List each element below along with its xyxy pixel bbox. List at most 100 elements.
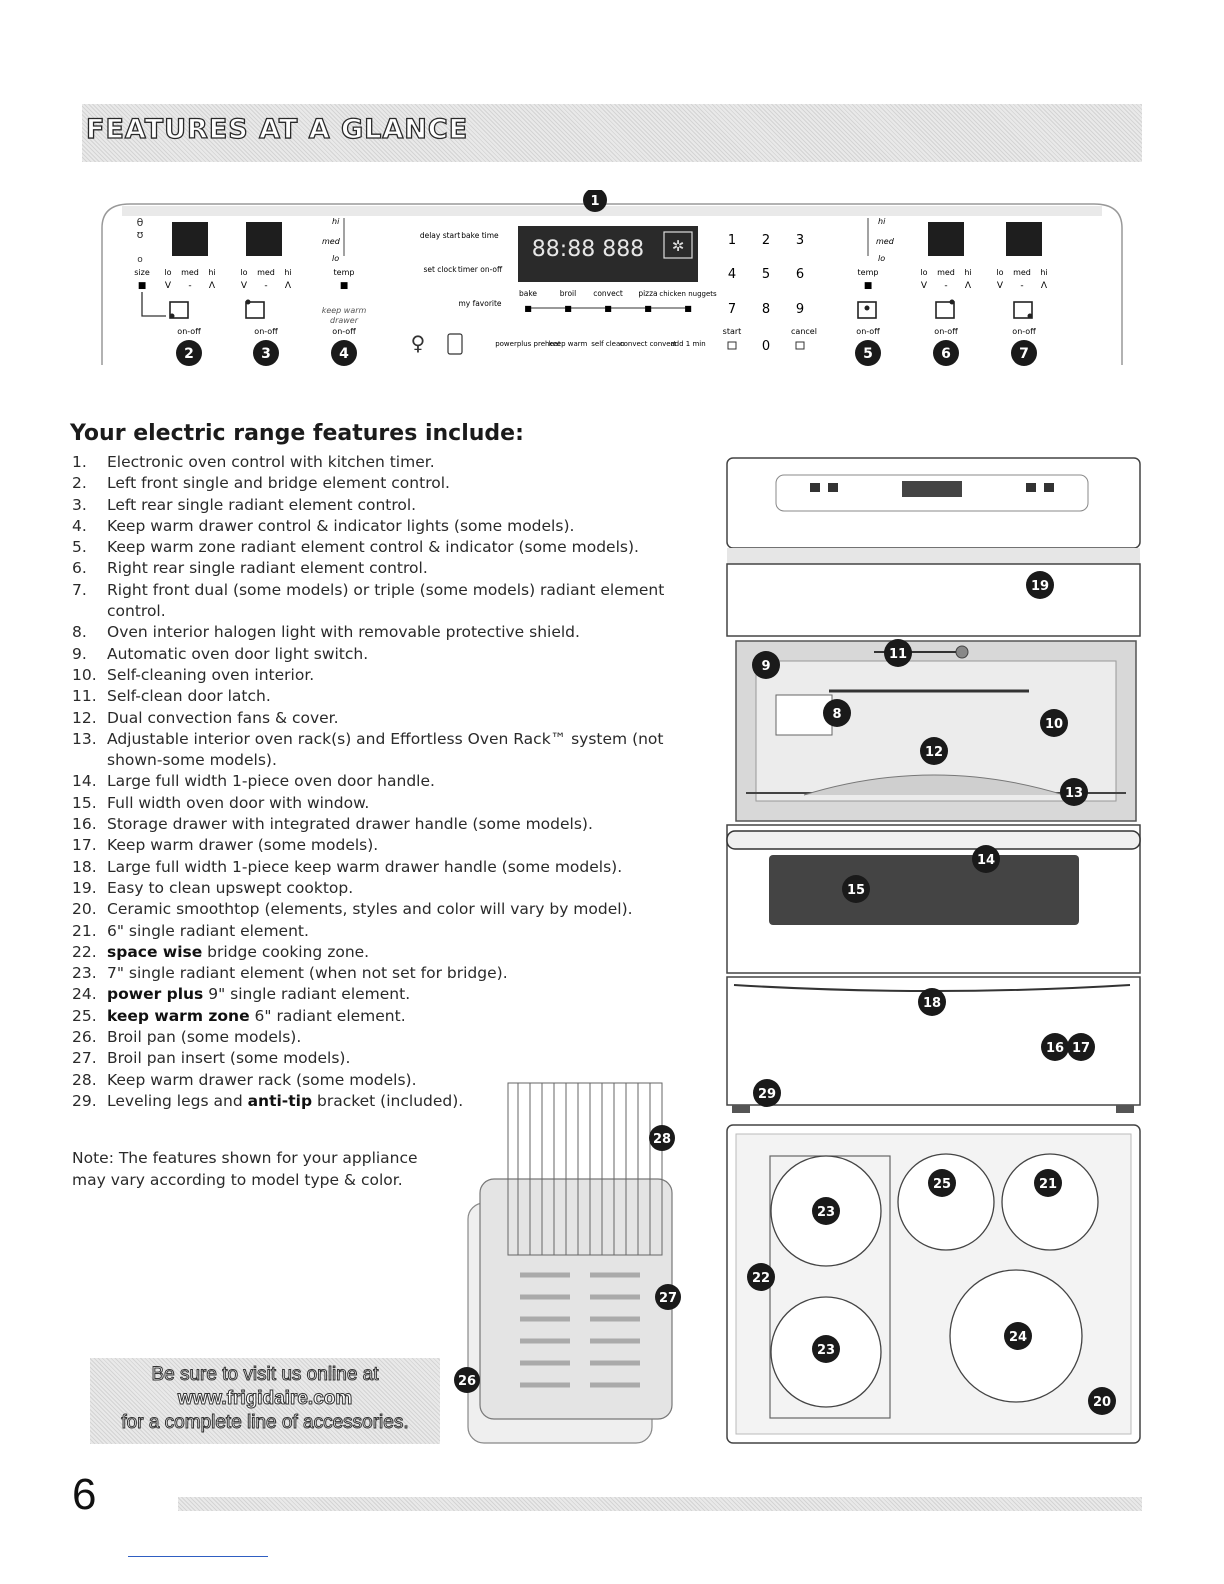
cancel-label: cancel [791, 327, 817, 336]
mode-label: convect [593, 289, 623, 298]
key-label: my favorite [458, 299, 501, 308]
feature-text: Right rear single radiant element contro… [107, 558, 428, 579]
callout-badge: 21 [1034, 1169, 1062, 1197]
feature-description: Electronic oven control with kitchen tim… [107, 453, 435, 471]
cooktop-element [897, 1153, 995, 1251]
feature-description: Broil pan (some models). [107, 1028, 302, 1047]
svg-text:■: ■ [564, 304, 572, 313]
mode-label: chicken nuggets [659, 290, 717, 298]
callout-badge: 15 [842, 875, 870, 903]
svg-text:15: 15 [847, 883, 865, 898]
note-text: Note: The features shown for your applia… [72, 1149, 418, 1189]
oven-door-handle [726, 830, 1141, 850]
svg-text:Λ: Λ [965, 281, 972, 291]
bridge-label: hi [284, 268, 291, 277]
feature-text: Dual convection fans & cover. [107, 708, 339, 729]
feature-text: Easy to clean upswept cooktop. [107, 878, 353, 899]
feature-description: 9" single radiant element. [203, 985, 411, 1004]
key-label: powerplus preheat [495, 340, 561, 348]
bridge-label: med [181, 268, 199, 277]
feature-item: 18.Large full width 1-piece keep warm dr… [72, 857, 722, 878]
right-lo-label: lo [878, 254, 885, 263]
feature-number: 9. [72, 644, 87, 663]
feature-text: Self-cleaning oven interior. [107, 665, 314, 686]
feature-description: Dual convection fans & cover. [107, 708, 339, 727]
svg-text:18: 18 [923, 996, 941, 1011]
feature-item: 7.Right front dual (some models) or trip… [72, 580, 722, 623]
svg-text:26: 26 [458, 1374, 476, 1389]
feature-description: Large full width 1-piece oven door handl… [107, 772, 435, 791]
keypad-number: 9 [796, 302, 804, 317]
feature-number: 28. [72, 1070, 97, 1089]
feature-description: Broil pan insert (some models). [107, 1049, 351, 1068]
feature-number: 3. [72, 495, 87, 514]
feature-item: 20. Ceramic smoothtop (elements, styles a… [72, 899, 722, 920]
feature-description: Left rear single radiant element control… [107, 495, 417, 514]
feature-number: 10. [72, 665, 97, 684]
feature-text: 6" single radiant element. [107, 921, 309, 942]
svg-text:■: ■ [684, 304, 692, 313]
feature-number: 22. [72, 942, 97, 961]
callout-badge: 2 [176, 340, 202, 366]
right-label: hi [1040, 268, 1047, 277]
svg-text:29: 29 [758, 1087, 776, 1102]
feature-brand-term: keep warm zone [107, 1006, 250, 1025]
feature-text: Left front single and bridge element con… [107, 473, 450, 494]
feature-item: 2.Left front single and bridge element c… [72, 473, 722, 494]
callout-badge: 6 [933, 340, 959, 366]
svg-text:■: ■ [340, 281, 349, 291]
promo-box [90, 1358, 440, 1444]
feature-number: 14. [72, 772, 97, 791]
keep-warm-label: keep warm [322, 306, 367, 315]
feature-item: 24. power plus 9" single radiant element. [72, 984, 722, 1005]
key-label: timer on-off [458, 265, 503, 274]
feature-number: 6. [72, 559, 87, 578]
feature-text: Large full width 1-piece oven door handl… [107, 771, 435, 792]
feature-number: 5. [72, 538, 87, 557]
feature-text: Full width oven door with window. [107, 793, 369, 814]
svg-text:5: 5 [863, 346, 873, 362]
feature-brand-term: power plus [107, 985, 204, 1004]
keypad-number: 0 [762, 339, 770, 354]
feature-text: Oven interior halogen light with removab… [107, 622, 580, 643]
feature-item: 27. Broil pan insert (some models). [72, 1048, 722, 1069]
feature-description: Keep warm zone radiant element control &… [107, 538, 639, 557]
feature-description: 6" radiant element. [249, 1006, 406, 1025]
callout-badge: 27 [655, 1284, 681, 1310]
feature-description: bracket (included). [312, 1091, 464, 1110]
feature-item: 22.space wise bridge cooking zone. [72, 942, 722, 963]
svg-text:-: - [188, 281, 191, 291]
cooktop-illustration: 23 25 21 22 23 24 20 [726, 1124, 1141, 1444]
feature-number: 20. [72, 900, 97, 919]
svg-text:V: V [241, 281, 248, 291]
feature-text: Keep warm drawer rack (some models). [107, 1070, 417, 1091]
feature-item: 16.Storage drawer with integrated drawer… [72, 814, 722, 835]
feature-text: Keep warm zone radiant element control &… [107, 537, 639, 558]
on-off-label: on-off [856, 327, 880, 336]
svg-text:7: 7 [1019, 346, 1029, 362]
callout-badge: 24 [1004, 1322, 1032, 1350]
feature-text: Ceramic smoothtop (elements, styles and … [107, 899, 633, 920]
feature-text: keep warm zone 6" radiant element. [107, 1006, 406, 1027]
drawer-label: drawer [330, 316, 359, 325]
feature-number: 15. [72, 793, 97, 812]
feature-text: Right front dual (some models) or triple… [107, 580, 722, 623]
svg-text:19: 19 [1031, 579, 1049, 594]
accessories-illustration: 28 27 26 [454, 1082, 681, 1444]
callout-badge: 20 [1088, 1387, 1116, 1415]
feature-number: 8. [72, 623, 87, 642]
feature-number: 26. [72, 1028, 97, 1047]
svg-text:Λ: Λ [1041, 281, 1048, 291]
callout-badge: 12 [920, 737, 948, 765]
key-label: convect convert [620, 340, 677, 348]
feature-number: 24. [72, 985, 97, 1004]
feature-description: Storage drawer with integrated drawer ha… [107, 815, 593, 834]
right-label: med [937, 268, 955, 277]
feature-number: 27. [72, 1049, 97, 1068]
feature-number: 17. [72, 836, 97, 855]
feature-description: Keep warm drawer rack (some models). [107, 1070, 417, 1089]
features-heading: Your electric range features include: [70, 421, 524, 446]
svg-text:6: 6 [941, 346, 951, 362]
warm-lo-label: lo [332, 254, 339, 263]
feature-description: Easy to clean upswept cooktop. [107, 878, 354, 897]
